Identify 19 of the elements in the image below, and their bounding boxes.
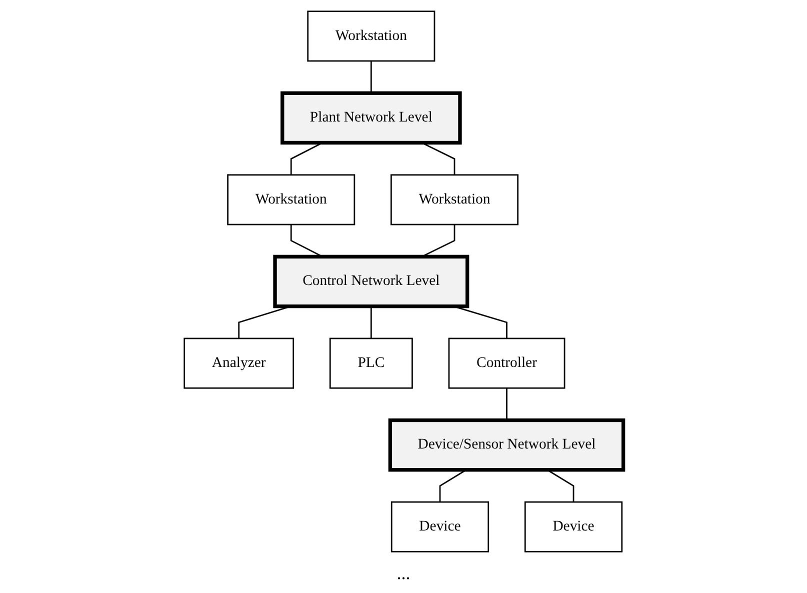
connector (290, 224, 323, 258)
connector (438, 469, 466, 502)
node-box: PLC (329, 338, 413, 389)
connector (370, 60, 372, 94)
node-box: Device/Sensor Network Level (388, 418, 625, 472)
node-box: Device (524, 501, 622, 552)
connector (290, 142, 323, 175)
node-box: Plant Network Level (280, 91, 462, 145)
node-box: Analyzer (183, 338, 294, 389)
node-box: Workstation (226, 174, 355, 226)
node-box: Control Network Level (272, 254, 469, 308)
node-box: Controller (448, 338, 565, 389)
connector (370, 306, 372, 338)
connector (506, 388, 508, 420)
node-box: Device (390, 501, 489, 552)
connector (546, 469, 574, 502)
node-box: Workstation (306, 10, 435, 62)
node-box: Workstation (390, 174, 518, 226)
ellipsis-label: ... (396, 563, 410, 583)
